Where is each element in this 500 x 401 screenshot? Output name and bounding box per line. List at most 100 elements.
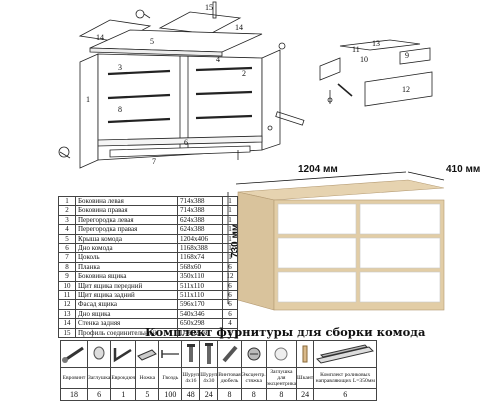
screw-4x16-icon (182, 342, 199, 366)
part-name: Щит ящика задний (75, 290, 178, 301)
drawer-front (359, 203, 441, 235)
part-qty: 6 (222, 299, 238, 310)
kit-icon-cell (60, 340, 88, 368)
part-number: 4 (58, 224, 76, 235)
kit-item-count: 24 (199, 388, 219, 401)
kit-item-name: Еврокдюч (110, 367, 137, 389)
part-size: 568x60 (177, 261, 223, 273)
part-number: 10 (58, 280, 76, 292)
kit-item-count: 8 (240, 388, 267, 401)
carcass-left-side (79, 53, 99, 169)
kit-item-count: 6 (313, 388, 378, 401)
part-qty: 1 (222, 214, 238, 226)
width-dimension: 1204 мм (298, 164, 338, 175)
assembly-label: 2 (242, 69, 246, 78)
part-qty: 6 (222, 290, 238, 301)
assembly-label: 12 (402, 85, 410, 94)
kit-icon-cell (181, 340, 201, 368)
part-number: 11 (58, 290, 76, 301)
kit-title: Комплект фурнитуры для сборки комода (145, 325, 426, 339)
kit-icon-cell (240, 340, 267, 368)
rails-right (195, 66, 253, 120)
bottom-panel (97, 135, 263, 147)
part-number: 9 (58, 271, 76, 282)
part-number: 13 (58, 308, 76, 320)
kit-item-name: Заглушка для эксцентрика (265, 367, 298, 389)
kit-item-name: Комплект роликовых направляющих L=350мм (313, 367, 378, 389)
drawer-front (277, 271, 357, 303)
pin-icon (297, 343, 313, 365)
part-size: 624x388 (177, 214, 223, 226)
kit-item-name: Шкант (296, 367, 315, 389)
part-size: 1168x74 (177, 252, 223, 263)
part-name: Планка (75, 261, 178, 273)
part-qty: 4 (222, 318, 238, 329)
part-size: 714x388 (177, 205, 223, 216)
assembly-diagram: 14 5 15 14 1 2 3 4 6 7 8 9 10 11 12 13 (58, 1, 433, 169)
part-name: Перегородка левая (75, 214, 178, 226)
part-size: 350x110 (177, 271, 223, 282)
part-qty: 6 (222, 261, 238, 273)
kit-item-name: Эксцентр. стяжка (240, 367, 267, 389)
dresser-render: 1204 мм 410 мм 730 мм (227, 164, 480, 311)
assembly-label: 9 (405, 51, 409, 60)
leg-icon (136, 344, 158, 364)
assembly-label: 14 (96, 33, 104, 42)
assembly-label: 4 (216, 55, 220, 64)
part-qty: 1 (222, 205, 238, 216)
kit-item-count: 1 (110, 388, 137, 401)
assembly-label: 10 (360, 55, 368, 64)
kit-item-count: 18 (60, 388, 88, 401)
carcass-right-side (261, 49, 281, 151)
back-panel-left (78, 19, 152, 43)
kit-item-count: 8 (217, 388, 242, 401)
assembly-label: 11 (352, 45, 360, 54)
kit-icon-cell (135, 340, 160, 368)
assembly-labels: 14 5 15 14 1 2 3 4 6 7 8 9 10 11 12 13 (86, 3, 410, 166)
part-number: 5 (58, 233, 76, 245)
screw-4x30-icon (200, 342, 217, 366)
part-qty: 6 (222, 308, 238, 320)
kit-item-name: Ножка (135, 367, 160, 389)
part-qty: 1 (222, 195, 238, 207)
kit-item-name: Винтовая дюбель (217, 367, 242, 389)
part-size: 511x110 (177, 280, 223, 292)
kit-item-name: Шуруп 4x16 (181, 367, 201, 389)
hex-key-icon (111, 344, 135, 364)
part-number: 6 (58, 243, 76, 254)
plinth (109, 145, 251, 158)
part-qty: 2 (222, 327, 238, 339)
width-dimension-line (235, 171, 407, 185)
assembly-label: 15 (205, 3, 213, 12)
rail-icon (314, 343, 376, 365)
assembly-label: 5 (150, 37, 154, 46)
part-size: 1168x388 (177, 243, 223, 254)
part-size: 714x388 (177, 195, 223, 207)
assembly-label: 13 (372, 39, 380, 48)
part-size: 624x388 (177, 224, 223, 235)
assembly-label: 14 (235, 23, 243, 32)
kit-icon-cell (158, 340, 183, 368)
part-name: Боковина ящика (75, 271, 178, 282)
depth-dimension-line (407, 171, 445, 181)
back-panel-right (158, 11, 242, 35)
part-name: Боковина левая (75, 195, 178, 207)
rails-left (107, 69, 171, 124)
kit-item-name: Евровинт (60, 367, 88, 389)
kit-icon-cell (86, 340, 112, 368)
kit-item-count: 48 (181, 388, 201, 401)
part-qty: 1 (222, 224, 238, 235)
drawer-front (359, 237, 441, 269)
euro-screw-icon (61, 344, 87, 364)
part-qty: 1 (222, 252, 238, 263)
drawer-fronts (277, 203, 441, 303)
